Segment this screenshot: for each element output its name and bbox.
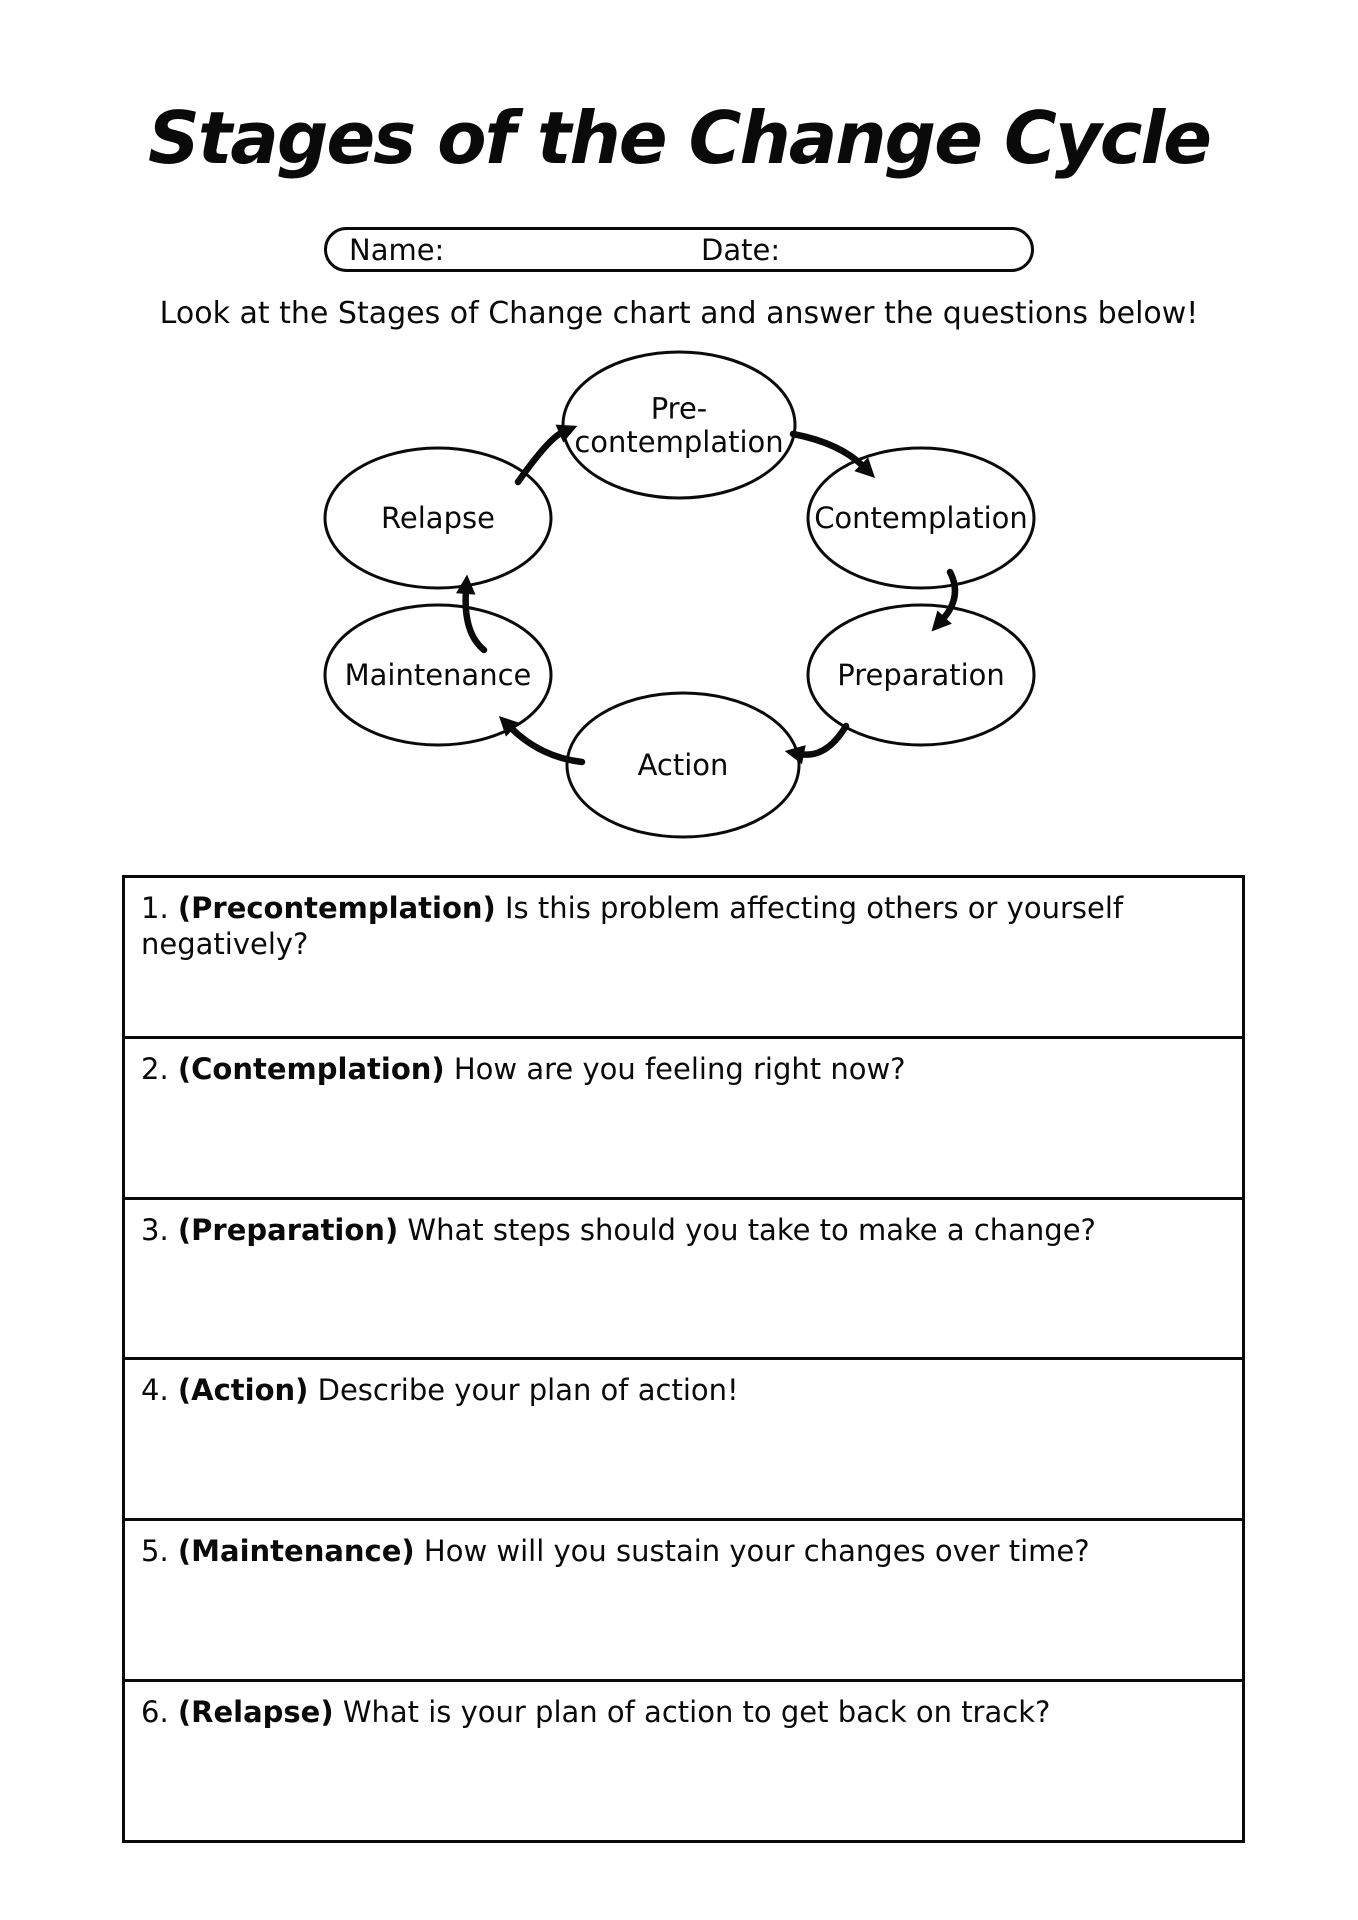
name-label: Name: (349, 232, 445, 267)
arrow-precontemplation-to-contemplation (789, 430, 876, 479)
stage-ellipse-maintenance (323, 603, 553, 747)
cycle-diagram: Pre-contemplationContemplationPreparatio… (323, 350, 1036, 839)
stage-label-precontemplation: Pre-contemplation (574, 391, 783, 458)
question-text: What is your plan of action to get back … (342, 1695, 1051, 1730)
stage-label-relapse: Relapse (381, 501, 495, 535)
question-row-5[interactable]: 5. (Maintenance) How will you sustain yo… (125, 1518, 1242, 1679)
stage-ellipse-preparation (806, 603, 1036, 747)
name-date-box: Name: Date: (324, 227, 1034, 272)
question-stage: (Precontemplation) (177, 891, 496, 925)
arrow-action-to-maintenance (498, 715, 586, 766)
stage-ellipse-contemplation (806, 446, 1036, 590)
question-stage: (Relapse) (177, 1695, 334, 1730)
question-row-6[interactable]: 6. (Relapse) What is your plan of action… (125, 1679, 1242, 1840)
question-row-3[interactable]: 3. (Preparation) What steps should you t… (125, 1196, 1242, 1358)
question-number: 2. (141, 1051, 169, 1086)
stage-ellipse-action (565, 691, 801, 839)
question-row-1[interactable]: 1. (Precontemplation) Is this problem af… (125, 878, 1242, 1036)
stage-label-action: Action (638, 748, 729, 782)
stage-label-preparation: Preparation (837, 658, 1005, 692)
name-field[interactable]: Name: (327, 230, 679, 269)
instruction-text: Look at the Stages of Change chart and a… (159, 296, 1199, 331)
stage-node-contemplation: Contemplation (806, 446, 1036, 590)
stage-node-maintenance: Maintenance (323, 603, 553, 747)
question-stage: (Action) (177, 1373, 309, 1408)
question-row-4[interactable]: 4. (Action) Describe your plan of action… (125, 1357, 1242, 1518)
question-row-2[interactable]: 2. (Contemplation) How are you feeling r… (125, 1035, 1242, 1197)
stage-label-maintenance: Maintenance (345, 658, 532, 692)
question-number: 5. (141, 1534, 169, 1569)
question-stage: (Preparation) (177, 1212, 399, 1247)
arrow-contemplation-to-preparation (931, 568, 959, 632)
question-text: What steps should you take to make a cha… (407, 1212, 1096, 1247)
question-text: Describe your plan of action! (317, 1373, 739, 1408)
stage-ellipse-relapse (323, 446, 553, 590)
stage-label-contemplation: Contemplation (814, 501, 1028, 535)
arrow-maintenance-to-relapse (456, 574, 488, 654)
date-label: Date: (701, 232, 781, 267)
date-field[interactable]: Date: (679, 230, 1031, 269)
arrow-preparation-to-action (784, 722, 850, 765)
arrow-relapse-to-precontemplation (514, 424, 578, 486)
stage-node-preparation: Preparation (806, 603, 1036, 747)
question-stage: (Maintenance) (177, 1534, 415, 1569)
question-number: 4. (141, 1373, 169, 1408)
question-stage: (Contemplation) (177, 1051, 445, 1086)
stage-node-action: Action (565, 691, 801, 839)
question-text: Is this problem affecting others or your… (141, 891, 1124, 962)
questions-table: 1. (Precontemplation) Is this problem af… (122, 875, 1245, 1843)
stage-node-precontemplation: Pre-contemplation (561, 350, 797, 500)
question-number: 3. (141, 1212, 169, 1247)
question-number: 1. (141, 891, 169, 925)
question-text: How are you feeling right now? (453, 1051, 906, 1086)
stage-node-relapse: Relapse (323, 446, 553, 590)
question-text: How will you sustain your changes over t… (423, 1534, 1090, 1569)
question-number: 6. (141, 1695, 169, 1730)
page-title: Stages of the Change Cycle (148, 96, 1212, 180)
